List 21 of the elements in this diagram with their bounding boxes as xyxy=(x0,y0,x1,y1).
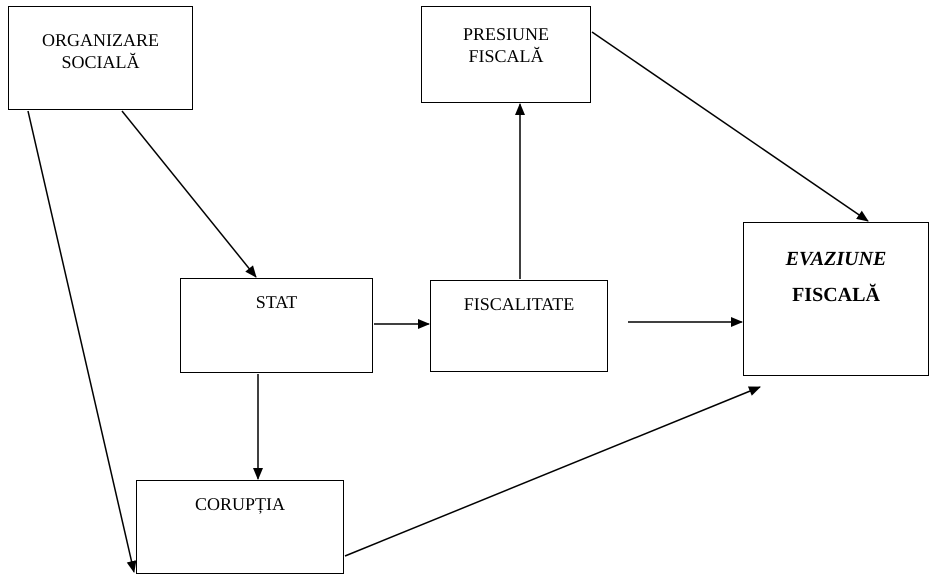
box-label: STAT xyxy=(254,291,298,313)
process-box xyxy=(430,280,608,372)
box-label: ORGANIZARE SOCIALĂ xyxy=(41,29,160,73)
arrow xyxy=(344,386,761,557)
process-box xyxy=(8,6,193,110)
process-box xyxy=(421,6,591,103)
box-label: EVAZIUNE xyxy=(784,247,888,272)
box-label: FISCALĂ xyxy=(791,282,881,308)
arrow xyxy=(592,31,869,222)
process-box xyxy=(743,222,929,376)
box-label: CORUPȚIA xyxy=(194,493,286,515)
arrow xyxy=(253,374,263,480)
arrow xyxy=(121,110,257,278)
box-label: FISCALITATE xyxy=(462,293,576,315)
process-box xyxy=(136,480,344,574)
arrow xyxy=(27,110,136,573)
arrow xyxy=(515,103,525,279)
process-box xyxy=(180,278,373,373)
box-label: PRESIUNE FISCALĂ xyxy=(462,23,550,67)
arrow xyxy=(374,319,430,329)
arrow xyxy=(628,317,743,327)
